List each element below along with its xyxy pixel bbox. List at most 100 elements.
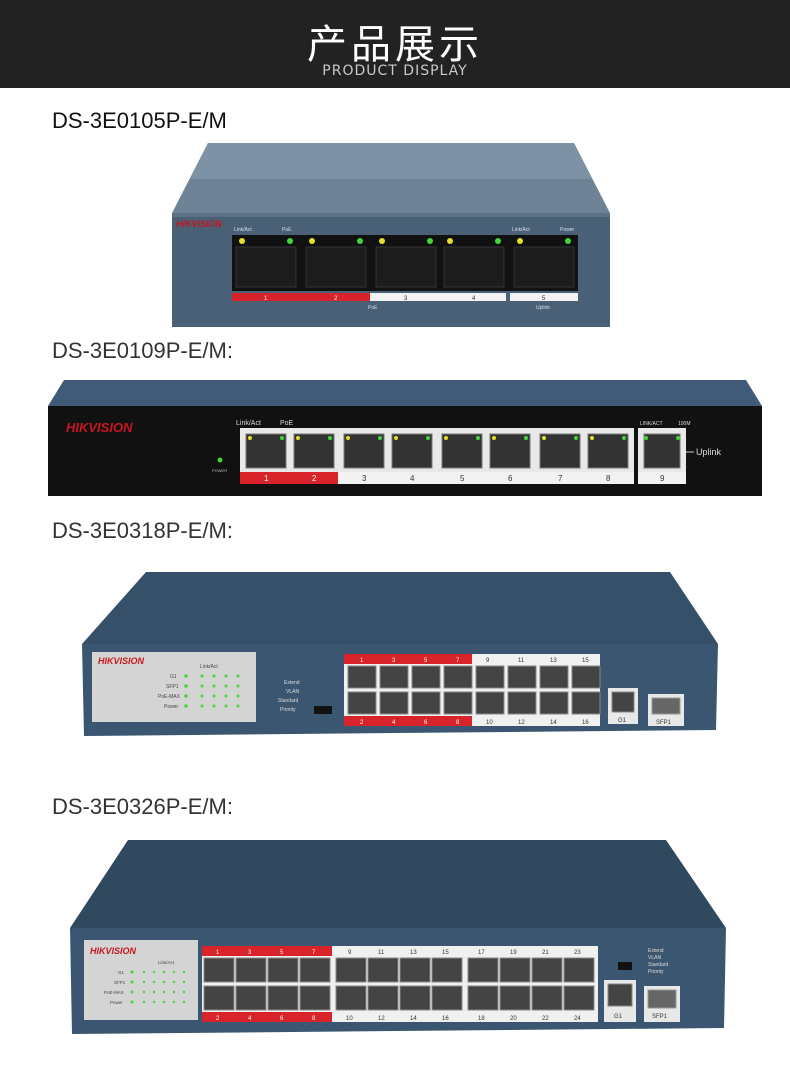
status-label: G1 [170, 674, 177, 680]
port-number: 24 [574, 1016, 581, 1022]
port-number: 3 [248, 950, 252, 956]
mode-label: Extend [648, 948, 664, 954]
switch-image-1: HIKVISION Link/Act PoE Link/Act Power 1 … [172, 143, 610, 327]
page-header: 产品展示 PRODUCT DISPLAY [0, 0, 790, 88]
port-number: 16 [442, 1016, 449, 1022]
linkact-label: Link/Act [200, 664, 218, 670]
mode-label: Priority [280, 707, 296, 713]
brand-logo: HIKVISION [66, 420, 133, 435]
port-number: 14 [410, 1016, 417, 1022]
port-number: 6 [280, 1016, 284, 1022]
port-number: 8 [312, 1016, 316, 1022]
port-number: 13 [410, 950, 417, 956]
port-number: 3 [362, 474, 367, 483]
port-number: 1 [360, 658, 364, 664]
mode-label: VLAN [286, 689, 299, 695]
port-number: 3 [392, 658, 396, 664]
port-number: 2 [312, 474, 317, 483]
port-number: 3 [404, 296, 408, 302]
port-number: 5 [280, 950, 284, 956]
brand-logo: HIKVISION [176, 219, 223, 229]
port-number: 19 [510, 950, 517, 956]
port-number: 15 [582, 658, 589, 664]
header-title: 产品展示 [307, 22, 483, 68]
port-number: 15 [442, 950, 449, 956]
port-number: 20 [510, 1016, 517, 1022]
port-number: 12 [518, 720, 525, 726]
port-number: 7 [456, 658, 460, 664]
uplink-port-label: G1 [618, 718, 627, 724]
port-number: 4 [472, 296, 476, 302]
port-number: 14 [550, 720, 557, 726]
port-number: 9 [660, 474, 665, 483]
group-label: Uplink [536, 305, 550, 311]
status-label: Power [110, 1000, 123, 1005]
switch-image-2: HIKVISION POWER Link/Act PoE LINK/ACT 10… [48, 380, 762, 496]
port-number: 23 [574, 950, 581, 956]
brand-logo: HIKVISION [90, 946, 137, 956]
port-number: 8 [456, 720, 460, 726]
port-number: 9 [348, 950, 352, 956]
port-number: 6 [424, 720, 428, 726]
status-label: PoE-MAX [158, 694, 181, 700]
port-number: 11 [518, 658, 525, 664]
port-number: 13 [550, 658, 557, 664]
header-subtitle: PRODUCT DISPLAY [322, 63, 468, 79]
switch-image-3: HIKVISION Link/Act G1 SFP1 PoE-MAX Power… [82, 572, 718, 736]
port-number: 10 [346, 1016, 353, 1022]
mode-label: Standard [648, 962, 669, 968]
led-label: Power [560, 227, 575, 233]
model-label-2: DS-3E0109P-E/M: [52, 338, 233, 363]
port-number: 2 [360, 720, 364, 726]
brand-logo: HIKVISION [98, 656, 145, 666]
model-label-1: DS-3E0105P-E/M [52, 108, 227, 133]
port-number: 17 [478, 950, 485, 956]
port-number: 4 [410, 474, 415, 483]
port-number: 18 [478, 1016, 485, 1022]
port-number: 6 [508, 474, 513, 483]
mode-label: Standard [278, 698, 299, 704]
port-number: 22 [542, 1016, 549, 1022]
port-number: 21 [542, 950, 549, 956]
led-label: Link/Act [512, 227, 530, 233]
linkact-label: Link/Act [158, 960, 175, 965]
status-label: Power [164, 704, 179, 710]
mode-label: Priority [648, 969, 664, 975]
model-label-4: DS-3E0326P-E/M: [52, 794, 233, 819]
model-label-3: DS-3E0318P-E/M: [52, 518, 233, 543]
port-number: 2 [216, 1016, 220, 1022]
port-number: 10 [486, 720, 493, 726]
port-number: 1 [216, 950, 220, 956]
power-label: POWER [212, 468, 227, 473]
port-number: 16 [582, 720, 589, 726]
mode-label: Extend [284, 680, 300, 686]
led-label: Link/Act [234, 227, 252, 233]
port-number: 7 [312, 950, 316, 956]
uplink-port-label: SFP1 [652, 1014, 668, 1020]
uplink-label: Uplink [696, 447, 722, 457]
port-number: 5 [460, 474, 465, 483]
port-number: 2 [334, 296, 338, 302]
port-number: 11 [378, 950, 385, 956]
status-label: SFP1 [114, 980, 126, 985]
switch-image-4: HIKVISION Link/Act G1 SFP1 PoE-MAX Power… [70, 840, 726, 1034]
port-number: 8 [606, 474, 611, 483]
port-number: 4 [248, 1016, 252, 1022]
port-number: 5 [424, 658, 428, 664]
port-number: 5 [542, 296, 546, 302]
led-label: Link/Act [236, 420, 261, 427]
led-label: PoE [280, 420, 294, 427]
led-label: LINK/ACT [640, 421, 663, 427]
led-label: 100M [678, 421, 691, 427]
mode-label: VLAN [648, 955, 661, 961]
port-number: 1 [264, 296, 268, 302]
uplink-port-label: G1 [614, 1014, 623, 1020]
status-label: G1 [118, 970, 125, 975]
led-label: PoE [282, 227, 292, 233]
uplink-port-label: SFP1 [656, 720, 672, 726]
port-number: 12 [378, 1016, 385, 1022]
port-number: 1 [264, 474, 269, 483]
group-label: PoE [368, 305, 378, 311]
status-label: SFP1 [166, 684, 179, 690]
port-number: 4 [392, 720, 396, 726]
